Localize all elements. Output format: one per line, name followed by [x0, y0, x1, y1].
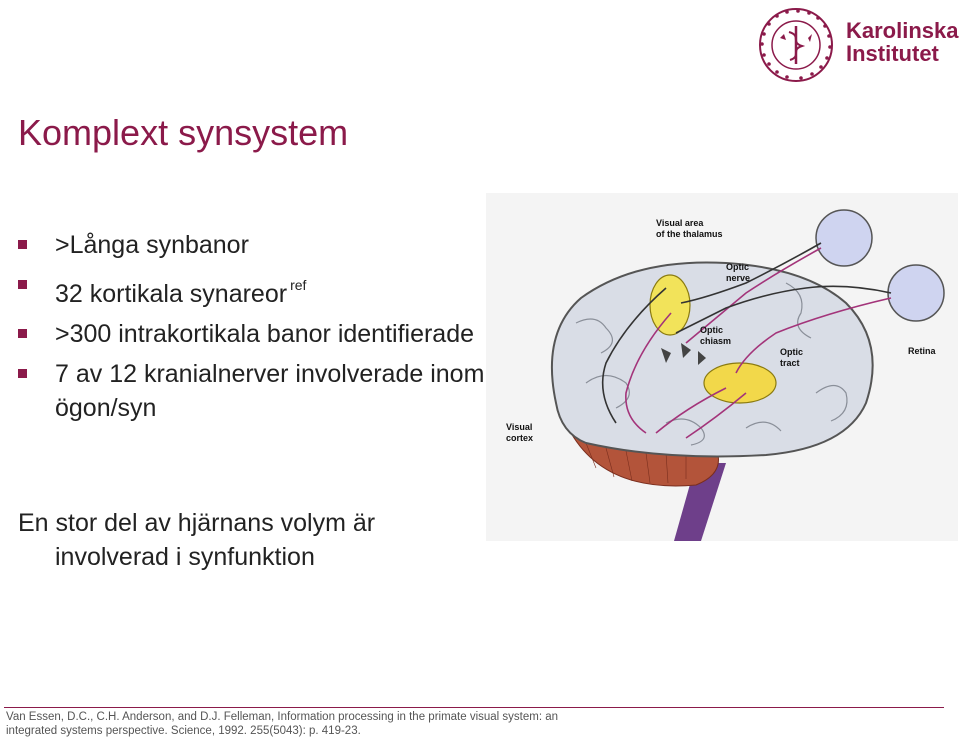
bullet-square-icon: [18, 240, 27, 249]
statement-text: En stor del av hjärnans volym är involve…: [18, 506, 488, 574]
bullet-text: >300 intrakortikala banor identifierade: [55, 320, 475, 348]
left-eye-shape: [815, 209, 873, 267]
thalamus-shape: [649, 274, 691, 336]
label-optic-chiasm-1: Optic: [700, 325, 723, 335]
bullet-item: >Långa synbanor: [18, 228, 488, 262]
bullet-square-icon: [18, 369, 27, 378]
label-visual-cortex-1: Visual: [506, 422, 532, 432]
label-visual-area-2: of the thalamus: [656, 229, 723, 239]
statement-line-2: involverad i synfunktion: [55, 543, 315, 571]
brain-outline: [550, 261, 874, 458]
logo-line-2: Institutet: [846, 41, 939, 66]
label-optic-nerve-2: nerve: [726, 273, 750, 283]
label-visual-cortex-2: cortex: [506, 433, 533, 443]
karolinska-logo: [752, 4, 952, 86]
statement-line-1: En stor del av hjärnans volym är: [18, 509, 376, 537]
label-optic-chiasm-2: chiasm: [700, 336, 731, 346]
bullet-text: 7 av 12 kranialnerver involverade inom ö…: [55, 360, 485, 422]
label-optic-nerve-1: Optic: [726, 262, 749, 272]
right-eye-shape: [887, 264, 945, 322]
label-retina: Retina: [908, 346, 937, 356]
logo-line-1: Karolinska: [846, 18, 959, 43]
bullet-item: >300 intrakortikala banor identifierade: [18, 317, 488, 351]
brainstem-shape: [674, 463, 726, 541]
logo-wordmark: Karolinska Institutet: [846, 19, 959, 65]
footer-divider: [4, 707, 944, 708]
bullet-text: >Långa synbanor: [55, 231, 249, 259]
karolinska-seal-icon: [759, 8, 833, 82]
label-visual-area-1: Visual area: [656, 218, 704, 228]
bullet-square-icon: [18, 280, 27, 289]
bullet-item: 7 av 12 kranialnerver involverade inom ö…: [18, 357, 488, 425]
bullet-text: 32 kortikala synareor: [55, 280, 288, 308]
citation-text: Van Essen, D.C., C.H. Anderson, and D.J.…: [6, 711, 559, 737]
bullet-square-icon: [18, 329, 27, 338]
label-optic-tract-1: Optic: [780, 347, 803, 357]
visual-cortex-shape: [703, 362, 777, 404]
visual-pathway-illustration: Visual area of the thalamus Optic nerve …: [486, 193, 958, 541]
reference-marker: ref: [290, 277, 307, 293]
label-optic-tract-2: tract: [780, 358, 800, 368]
slide-title: Komplext synsystem: [18, 112, 349, 153]
